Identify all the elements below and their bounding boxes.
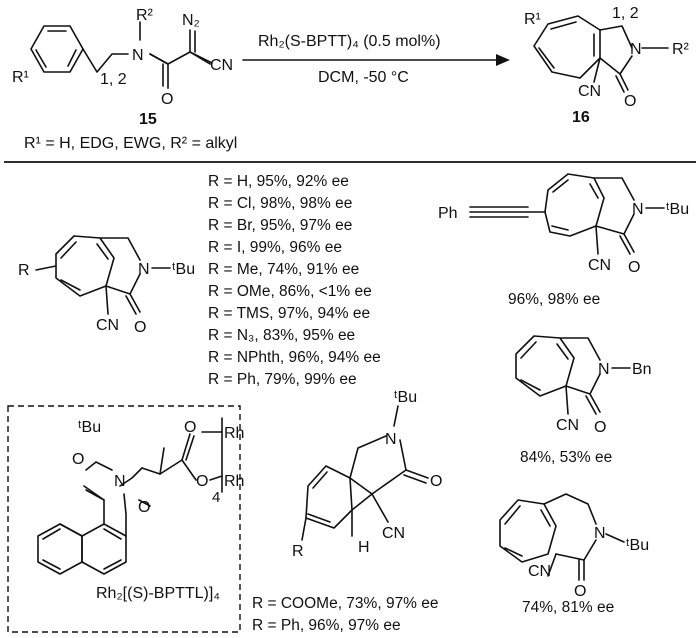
cyclopropane-o: O — [430, 473, 442, 490]
start-o: O — [161, 91, 173, 108]
catalyst-o-ester: O — [196, 473, 208, 490]
benzyl-o: O — [594, 419, 606, 436]
product-r2: R² — [672, 41, 690, 58]
result-item: R = Ph, 79%, 99% ee — [208, 371, 357, 388]
chain-index-product: 1, 2 — [612, 5, 639, 22]
results-list: R = H, 95%, 92% ee R = Cl, 98%, 98% ee R… — [208, 173, 381, 388]
result-item: R = Br, 95%, 97% ee — [208, 217, 352, 234]
catalyst-tbu: ᵗBu — [78, 419, 101, 436]
six-ring-result: 74%, 81% ee — [522, 599, 614, 616]
catalyst-name: Rh₂[(S)-BPTTL)]₄ — [96, 585, 220, 602]
catalyst-rh-bottom: Rh — [224, 473, 244, 490]
product-cn: CN — [578, 83, 601, 100]
arrow-head — [496, 54, 510, 66]
generic-o: O — [134, 319, 146, 336]
generic-tbu: ᵗBu — [172, 261, 195, 278]
cyclopropane-n: N — [385, 431, 397, 448]
catalyst-o-bottom: O — [138, 499, 150, 516]
cyclopropane-result: R = Ph, 96%, 97% ee — [252, 617, 401, 634]
result-item: R = N₃, 83%, 95% ee — [208, 327, 355, 344]
phenylethynyl-result: 96%, 98% ee — [508, 291, 600, 308]
benzyl-bn: Bn — [632, 361, 652, 378]
benzyl-product-structure — [515, 335, 631, 415]
six-ring-cn: CN — [528, 563, 551, 580]
product-o: O — [624, 93, 636, 110]
start-n-atom: N — [132, 47, 144, 64]
generic-cn: CN — [96, 317, 119, 334]
solvent-temperature: DCM, -50 °C — [318, 69, 409, 86]
six-ring-product-structure — [499, 493, 625, 581]
six-ring-n: N — [594, 525, 606, 542]
cyclopropane-tbu: ᵗBu — [394, 389, 417, 406]
six-ring-tbu: ᵗBu — [626, 537, 649, 554]
phenylethynyl-cn: CN — [588, 257, 611, 274]
chain-index-start: 1, 2 — [100, 71, 127, 88]
catalyst-conditions: Rh₂(S-BPTT)₄ (0.5 mol%) — [258, 33, 441, 50]
catalyst-o-top: O — [72, 451, 84, 468]
result-item: R = TMS, 97%, 94% ee — [208, 305, 370, 322]
generic-n-atom: N — [138, 261, 150, 278]
result-item: R = NPhth, 96%, 94% ee — [208, 349, 381, 366]
phenylethynyl-n: N — [632, 201, 644, 218]
cyclopropane-h: H — [358, 539, 370, 556]
catalyst-rh-top: Rh — [224, 425, 244, 442]
cyclopropane-result: R = COOMe, 73%, 97% ee — [252, 595, 439, 612]
generic-r: R — [18, 262, 30, 279]
compound-15-label: 15 — [139, 111, 157, 128]
result-item: R = H, 95%, 92% ee — [208, 173, 349, 190]
start-benzene-ring — [30, 25, 84, 73]
start-cn: CN — [210, 57, 233, 74]
catalyst-subscript-4: 4 — [212, 489, 220, 506]
product-n-atom: N — [630, 41, 642, 58]
result-item: R = I, 99%, 96% ee — [208, 239, 342, 256]
benzyl-cn: CN — [556, 417, 579, 434]
cyclopropane-product-structure — [301, 405, 429, 541]
catalyst-n: N — [114, 473, 126, 490]
benzyl-n: N — [598, 361, 610, 378]
result-item: R = OMe, 86%, <1% ee — [208, 283, 372, 300]
start-n2: N₂ — [182, 12, 200, 29]
substituent-note: R¹ = H, EDG, EWG, R² = alkyl — [24, 135, 237, 152]
start-r2: R² — [136, 7, 154, 24]
catalyst-structure — [37, 417, 223, 575]
phenylethynyl-o: O — [628, 259, 640, 276]
catalyst-o-carbonyl: O — [184, 419, 196, 436]
generic-product-structure — [35, 235, 171, 315]
cyclopropane-r: R — [292, 543, 304, 560]
result-item: R = Me, 74%, 91% ee — [208, 261, 359, 278]
phenylethynyl-tbu: ᵗBu — [666, 201, 689, 218]
cyclopropane-cn: CN — [382, 525, 405, 542]
six-ring-o: O — [574, 583, 586, 600]
result-item: R = Cl, 98%, 98% ee — [208, 195, 352, 212]
start-r1: R¹ — [12, 69, 29, 86]
phenylethynyl-product-structure — [469, 173, 665, 255]
product-16-structure — [533, 15, 669, 93]
ph-group: Ph — [438, 205, 458, 222]
product-r1: R¹ — [524, 11, 541, 28]
catalyst-box — [7, 405, 241, 633]
start-chain — [82, 48, 129, 73]
compound-16-label: 16 — [572, 109, 590, 126]
benzyl-result: 84%, 53% ee — [520, 449, 612, 466]
